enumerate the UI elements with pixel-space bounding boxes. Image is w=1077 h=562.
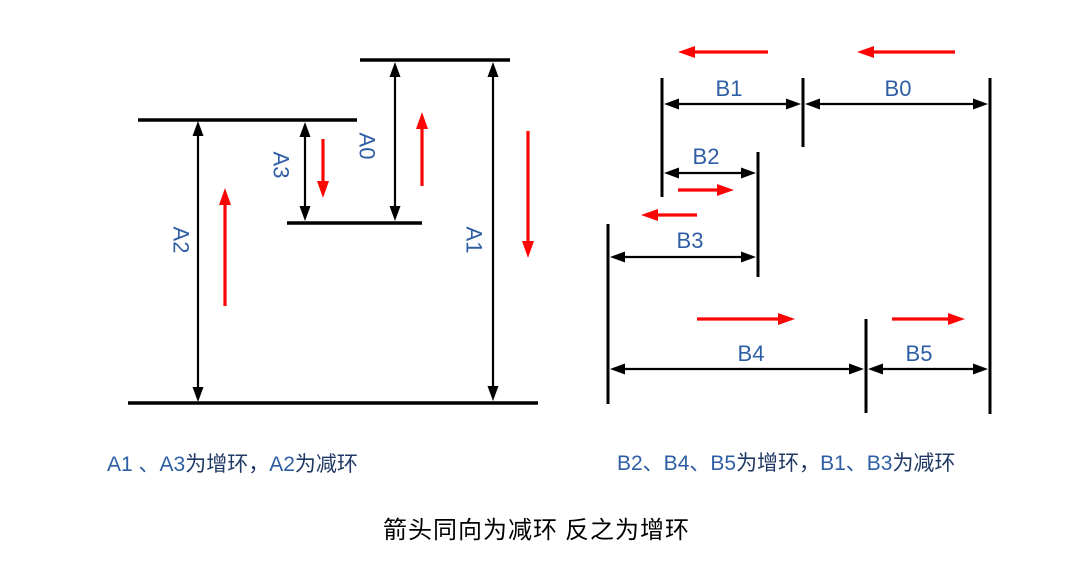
arrowhead-up-icon — [487, 62, 499, 77]
arrowhead-right-icon — [786, 98, 801, 110]
diagram-a: A2 A3 A0 A1 — [128, 58, 538, 405]
label-b0: B0 — [885, 76, 912, 101]
caption-b-increase-text: 为增环， — [736, 452, 821, 475]
arrowhead-up-icon — [299, 122, 311, 137]
red-arrowhead-down-icon — [522, 241, 534, 258]
red-arrowhead-right-icon — [717, 184, 734, 196]
red-arrowhead-right-icon — [778, 313, 795, 325]
diagram-b: B1 B0 B2 B3 — [606, 46, 992, 414]
red-arrowhead-right-icon — [948, 313, 965, 325]
caption-a-decrease-rings: A2 — [269, 453, 295, 476]
arrowhead-left-icon — [868, 363, 883, 375]
label-b1: B1 — [716, 76, 743, 101]
arrowhead-left-icon — [610, 251, 625, 263]
arrowhead-down-icon — [299, 206, 311, 221]
red-arrow-b1-left — [678, 46, 768, 58]
dimension-a1: A1 — [462, 62, 499, 401]
red-arrow-b4-right — [697, 313, 795, 325]
arrowhead-right-icon — [973, 98, 988, 110]
red-arrowhead-up-icon — [416, 112, 428, 129]
arrowhead-up-icon — [389, 62, 401, 77]
dimension-a3: A3 — [269, 122, 311, 221]
dimension-b0: B0 — [805, 76, 988, 110]
label-a0: A0 — [355, 133, 380, 160]
dimension-a2: A2 — [169, 121, 204, 402]
arrowhead-right-icon — [741, 167, 756, 179]
label-a3: A3 — [269, 152, 294, 179]
dimension-b4: B4 — [610, 341, 864, 375]
red-arrow-b0-left — [857, 46, 955, 58]
dimension-b3: B3 — [610, 228, 756, 263]
caption-a-increase-text: 为增环， — [185, 453, 270, 476]
dimension-b2: B2 — [664, 144, 756, 179]
red-arrow-a1-down — [522, 131, 534, 258]
arrowhead-up-icon — [192, 121, 204, 136]
arrowhead-down-icon — [487, 386, 499, 401]
red-arrowhead-down-icon — [317, 181, 329, 198]
caption-b-rings: B2、B4、B5为增环，B1、B3为减环 — [617, 447, 955, 477]
caption-b-increase-rings: B2、B4、B5 — [617, 452, 737, 475]
red-arrowhead-up-icon — [219, 188, 231, 205]
arrowhead-left-icon — [805, 98, 820, 110]
red-arrowhead-left-icon — [857, 46, 874, 58]
label-b5: B5 — [906, 341, 933, 366]
label-b2: B2 — [693, 144, 720, 169]
label-a2: A2 — [169, 227, 194, 254]
arrowhead-right-icon — [741, 251, 756, 263]
rule-note: 箭头同向为减环 反之为增环 — [383, 518, 690, 544]
red-arrowhead-left-icon — [641, 209, 658, 221]
arrowhead-down-icon — [389, 206, 401, 221]
dimension-a0: A0 — [355, 62, 401, 221]
arrowhead-down-icon — [192, 387, 204, 402]
arrowhead-left-icon — [610, 363, 625, 375]
red-arrow-a3-down — [317, 139, 329, 198]
label-b3: B3 — [677, 228, 704, 253]
caption-b-decrease-rings: B1、B3 — [820, 452, 893, 475]
arrowhead-left-icon — [664, 167, 679, 179]
dimension-b5: B5 — [868, 341, 988, 375]
red-arrow-b5-right — [892, 313, 965, 325]
label-a1: A1 — [462, 227, 487, 254]
red-arrow-a0-up — [416, 112, 428, 186]
label-b4: B4 — [738, 341, 765, 366]
dimension-b1: B1 — [664, 76, 801, 110]
caption-a-rings: A1 、A3为增环，A2为减环 — [107, 448, 358, 478]
arrowhead-right-icon — [849, 363, 864, 375]
caption-a-decrease-text: 为减环 — [294, 453, 358, 476]
caption-b-decrease-text: 为减环 — [892, 452, 956, 475]
red-arrow-a2-up — [219, 188, 231, 306]
caption-a-increase-rings: A1 、A3 — [107, 453, 186, 476]
arrowhead-right-icon — [973, 363, 988, 375]
arrowhead-left-icon — [664, 98, 679, 110]
red-arrowhead-left-icon — [678, 46, 695, 58]
red-arrow-b2-right — [678, 184, 734, 196]
red-arrow-b3-left — [641, 209, 697, 221]
